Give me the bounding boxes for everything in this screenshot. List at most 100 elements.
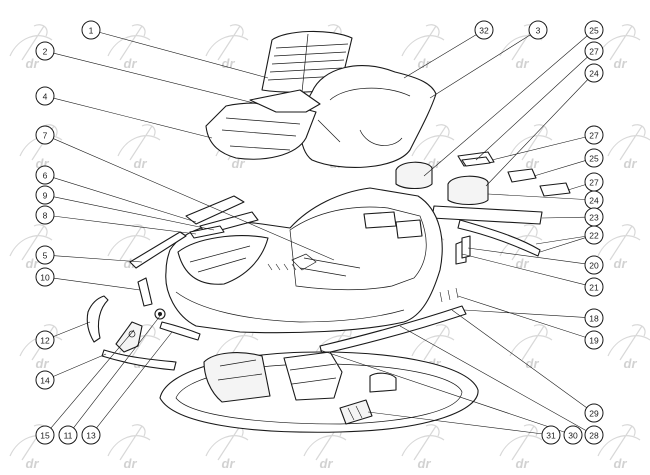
callout-28: 28 xyxy=(584,425,604,445)
callout-24: 24 xyxy=(584,190,604,210)
leader-line-6 xyxy=(53,177,197,223)
leader-line-15 xyxy=(50,329,135,429)
callout-circle xyxy=(584,308,604,328)
callout-label: 9 xyxy=(43,191,48,201)
callout-9: 9 xyxy=(35,185,55,205)
part-15-light-housing xyxy=(115,321,143,353)
watermark-logo: dr xyxy=(597,24,641,71)
watermark-text: dr xyxy=(624,156,638,171)
callout-4: 4 xyxy=(35,86,55,106)
callout-circle xyxy=(35,245,55,265)
callout-6: 6 xyxy=(35,165,55,185)
leader-line-20 xyxy=(467,247,586,265)
callout-label: 7 xyxy=(43,131,48,141)
watermark-text: dr xyxy=(614,456,628,471)
callout-1: 1 xyxy=(81,20,101,40)
part-24-rear-block-upper xyxy=(395,161,433,190)
part-27-pad-c xyxy=(539,182,571,197)
leader-line-5 xyxy=(53,255,143,263)
callout-circle xyxy=(35,370,55,390)
watermark-text: dr xyxy=(526,356,540,371)
watermark-text: dr xyxy=(26,456,40,471)
part-3-seat-shell xyxy=(300,65,437,168)
callout-circle xyxy=(35,267,55,287)
callout-5: 5 xyxy=(35,245,55,265)
callout-12: 12 xyxy=(35,330,55,350)
callout-circle xyxy=(35,125,55,145)
part-23-side-rail xyxy=(431,205,543,225)
leader-line-27 xyxy=(475,56,588,161)
watermark-logo: dr xyxy=(107,424,151,471)
callout-label: 27 xyxy=(589,178,599,188)
callout-25: 25 xyxy=(584,20,604,40)
callout-circle xyxy=(584,41,604,61)
part-19-bolts xyxy=(439,287,459,303)
leader-line-21 xyxy=(461,253,586,286)
callout-label: 30 xyxy=(568,431,578,441)
callout-30: 30 xyxy=(563,425,583,445)
watermark-logo: dr xyxy=(205,424,249,471)
callout-label: 5 xyxy=(43,251,48,261)
callout-circle xyxy=(563,425,583,445)
part-31-chassis-ring xyxy=(159,351,479,433)
callout-2: 2 xyxy=(35,41,55,61)
callout-14: 14 xyxy=(35,370,55,390)
part-14-front-bar xyxy=(101,349,177,371)
leader-line-31 xyxy=(367,411,543,435)
callout-circle xyxy=(584,403,604,423)
callout-label: 25 xyxy=(589,154,599,164)
callout-label: 2 xyxy=(43,47,48,57)
leader-line-29 xyxy=(451,309,587,408)
leader-line-7 xyxy=(53,138,335,261)
callout-circle xyxy=(474,20,494,40)
callout-label: 18 xyxy=(589,314,599,324)
watermark-text: dr xyxy=(516,456,530,471)
leader-line-23 xyxy=(541,216,586,219)
leader-line-24 xyxy=(487,193,586,200)
callout-label: 32 xyxy=(479,26,489,36)
callout-circle xyxy=(81,425,101,445)
part-8-front-strip xyxy=(189,225,225,239)
watermark-text: dr xyxy=(614,56,628,71)
callout-label: 24 xyxy=(589,196,599,206)
callout-circle xyxy=(58,425,78,445)
callout-circle xyxy=(35,330,55,350)
callout-circle xyxy=(35,86,55,106)
callout-24: 24 xyxy=(584,63,604,83)
callout-15: 15 xyxy=(35,425,55,445)
leader-line-3 xyxy=(429,34,531,99)
callout-label: 15 xyxy=(40,431,50,441)
watermark-logo: dr xyxy=(607,124,650,171)
callout-label: 1 xyxy=(89,26,94,36)
callout-20: 20 xyxy=(584,255,604,275)
callout-3: 3 xyxy=(528,20,548,40)
watermark-logo: dr xyxy=(401,24,445,71)
part-13-front-rail xyxy=(159,321,201,341)
callout-21: 21 xyxy=(584,277,604,297)
callout-18: 18 xyxy=(584,308,604,328)
callout-circle xyxy=(35,41,55,61)
part-27-pad-a xyxy=(457,151,495,167)
callout-label: 6 xyxy=(43,171,48,181)
watermark-logo: dr xyxy=(499,424,543,471)
watermark-text: dr xyxy=(624,356,638,371)
watermark-logo: dr xyxy=(607,324,650,371)
leader-lines xyxy=(50,32,588,435)
callout-19: 19 xyxy=(584,330,604,350)
leader-line-12 xyxy=(53,321,91,337)
leader-line-19 xyxy=(457,295,586,338)
part-22-rubber-strip xyxy=(457,219,541,257)
leader-line-9 xyxy=(53,196,215,231)
leader-line-22 xyxy=(539,237,586,253)
callout-label: 28 xyxy=(589,431,599,441)
part-6-hood-trim xyxy=(185,195,245,225)
callout-label: 22 xyxy=(589,231,599,241)
callout-label: 23 xyxy=(589,213,599,223)
watermark-logo: dr xyxy=(117,124,161,171)
watermark-logo: dr xyxy=(19,324,63,371)
watermark-text: dr xyxy=(516,56,530,71)
watermark-logo: dr xyxy=(9,224,53,271)
leader-line-30 xyxy=(319,349,565,433)
